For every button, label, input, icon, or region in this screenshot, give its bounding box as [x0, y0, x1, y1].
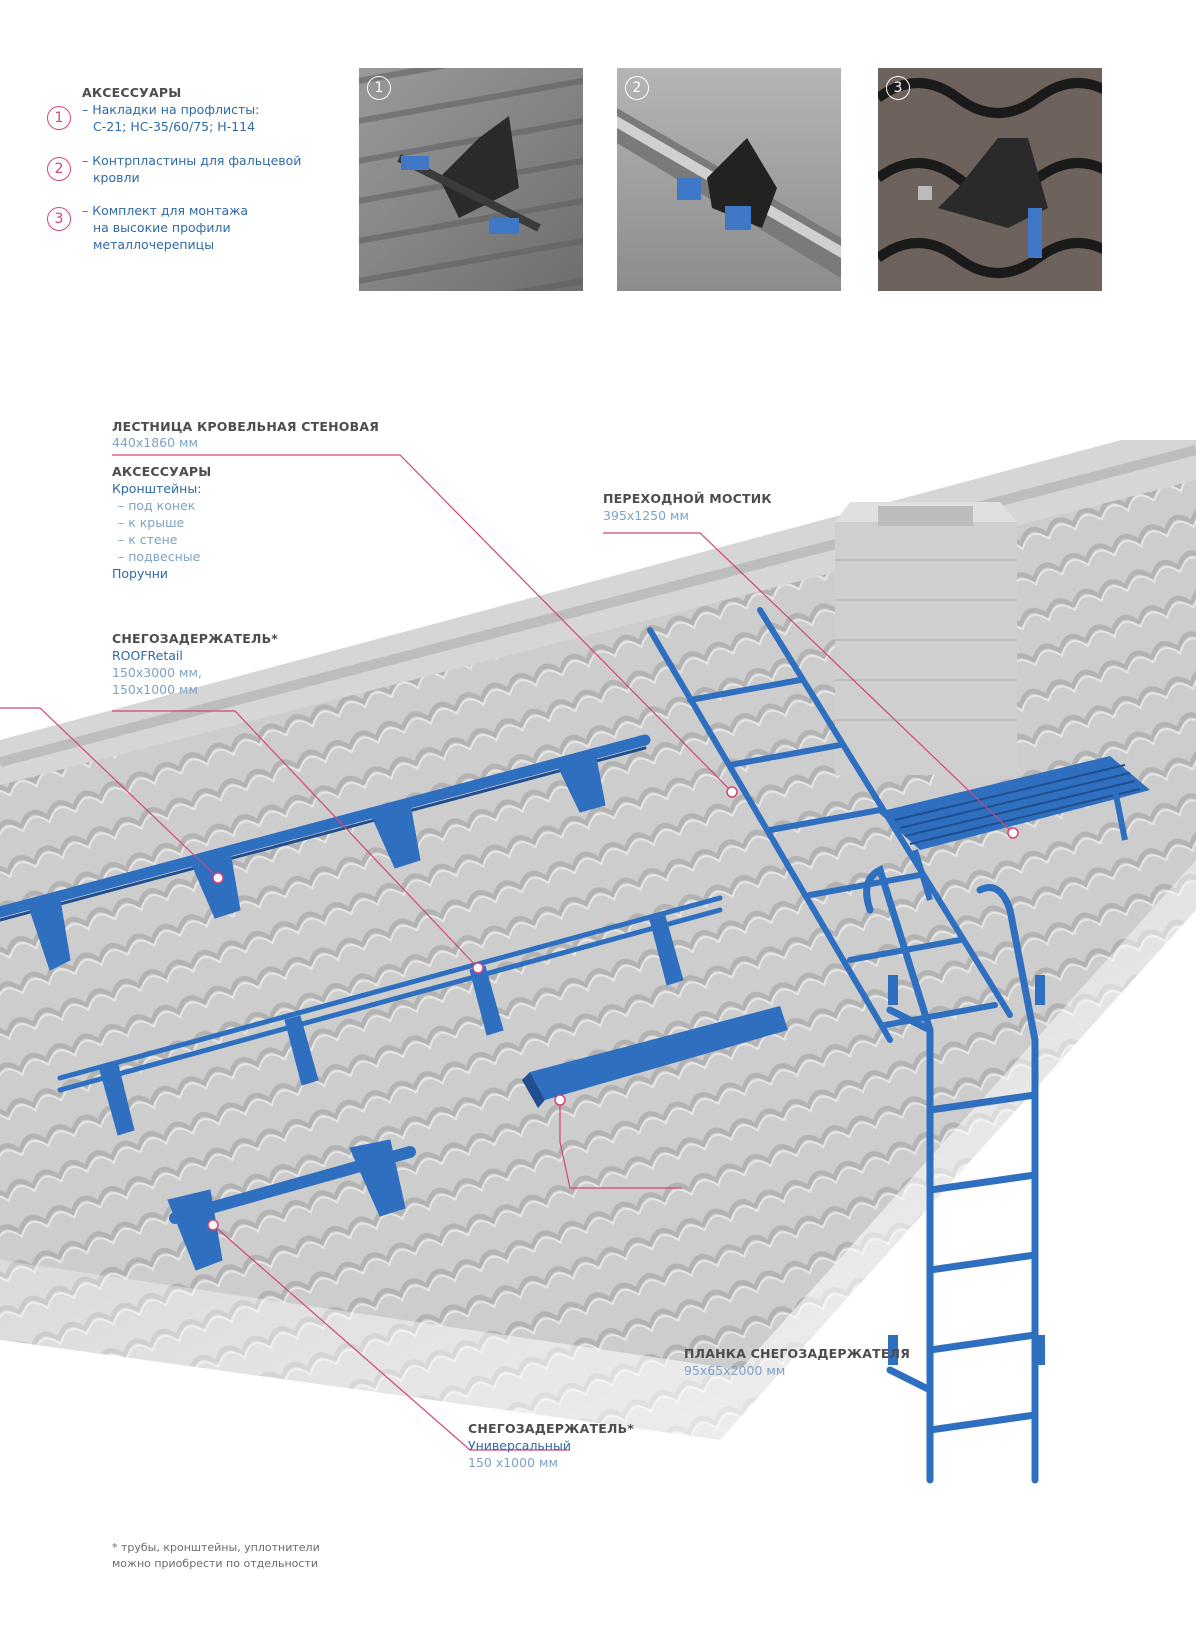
- snow-guard-pipes-middle: [57, 895, 723, 1136]
- footnote-line1: * трубы, кронштейны, уплотнители: [112, 1541, 320, 1554]
- accessory-3-line3: металлочерепицы: [93, 237, 215, 252]
- accessory-photo-3: 3: [878, 68, 1102, 291]
- profiled-sheet-illustration: [359, 68, 583, 291]
- snow-guard-plank: [522, 1006, 788, 1108]
- accessory-number-2: 2: [47, 157, 71, 181]
- walkway-bridge: [878, 756, 1150, 901]
- accessory-1-line1: – Накладки на профлисты:: [82, 102, 260, 117]
- bridge-size: 395х1250 мм: [603, 508, 689, 523]
- ladder-title: ЛЕСТНИЦА КРОВЕЛЬНАЯ СТЕНОВАЯ: [112, 419, 380, 434]
- accessory-2-line2: кровли: [93, 170, 140, 185]
- snow-guard-universal-name: Универсальный: [468, 1438, 571, 1453]
- accessory-3-line1: – Комплект для монтажа: [82, 203, 249, 218]
- seam-roof-illustration: [617, 68, 841, 291]
- accessories-title: АКСЕССУАРЫ: [82, 85, 182, 100]
- callout-lines: [0, 454, 1014, 1451]
- callout-dots: [207, 786, 1019, 1231]
- accessory-2-line1: – Контрпластины для фальцевой: [82, 153, 302, 168]
- accessory-3-line2: на высокие профили: [93, 220, 231, 235]
- ladder-accessories-title: АКСЕССУАРЫ: [112, 464, 212, 479]
- accessory-1-line2: С-21; НС-35/60/75; Н-114: [93, 119, 256, 134]
- photo-number-1: 1: [367, 76, 391, 100]
- ladder-size: 440х1860 мм: [112, 435, 198, 450]
- snow-guard-universal: [167, 1139, 416, 1271]
- photo-number-2: 2: [625, 76, 649, 100]
- plank-title: ПЛАНКА СНЕГОЗАДЕРЖАТЕЛЯ: [684, 1346, 911, 1361]
- ladder-bracket-2: – к крыше: [118, 515, 185, 530]
- photo-number-3: 3: [886, 76, 910, 100]
- accessory-number-1: 1: [47, 106, 71, 130]
- chimney: [835, 502, 1017, 775]
- snow-guard-retail-size-2: 150х1000 мм: [112, 682, 198, 697]
- snow-guard-retail-title: СНЕГОЗАДЕРЖАТЕЛЬ*: [112, 631, 279, 646]
- accessory-number-3: 3: [47, 207, 71, 231]
- plank-size: 95х65х2000 мм: [684, 1363, 786, 1378]
- roof-scene: [0, 440, 1196, 1642]
- ladder-bracket-1: – под конек: [118, 498, 196, 513]
- ladder-rails: Поручни: [112, 566, 169, 581]
- footnote-line2: можно приобрести по отдельности: [112, 1557, 319, 1570]
- snow-guard-retail-size-1: 150х3000 мм,: [112, 665, 202, 680]
- wall-ladder: [863, 865, 1045, 1484]
- ladder-bracket-3: – к стене: [118, 532, 178, 547]
- accessory-photo-1: 1: [359, 68, 583, 291]
- snow-guard-universal-title: СНЕГОЗАДЕРЖАТЕЛЬ*: [468, 1421, 635, 1436]
- snow-guard-pipes-upper: [0, 734, 651, 971]
- bridge-title: ПЕРЕХОДНОЙ МОСТИК: [603, 491, 772, 506]
- snow-guard-retail-name: ROOFRetail: [112, 648, 183, 663]
- ladder-brackets-title: Кронштейны:: [112, 481, 202, 496]
- accessory-photo-2: 2: [617, 68, 841, 291]
- metal-tile-illustration: [878, 68, 1102, 291]
- snow-guard-universal-size: 150 х1000 мм: [468, 1455, 558, 1470]
- ladder-bracket-4: – подвесные: [118, 549, 201, 564]
